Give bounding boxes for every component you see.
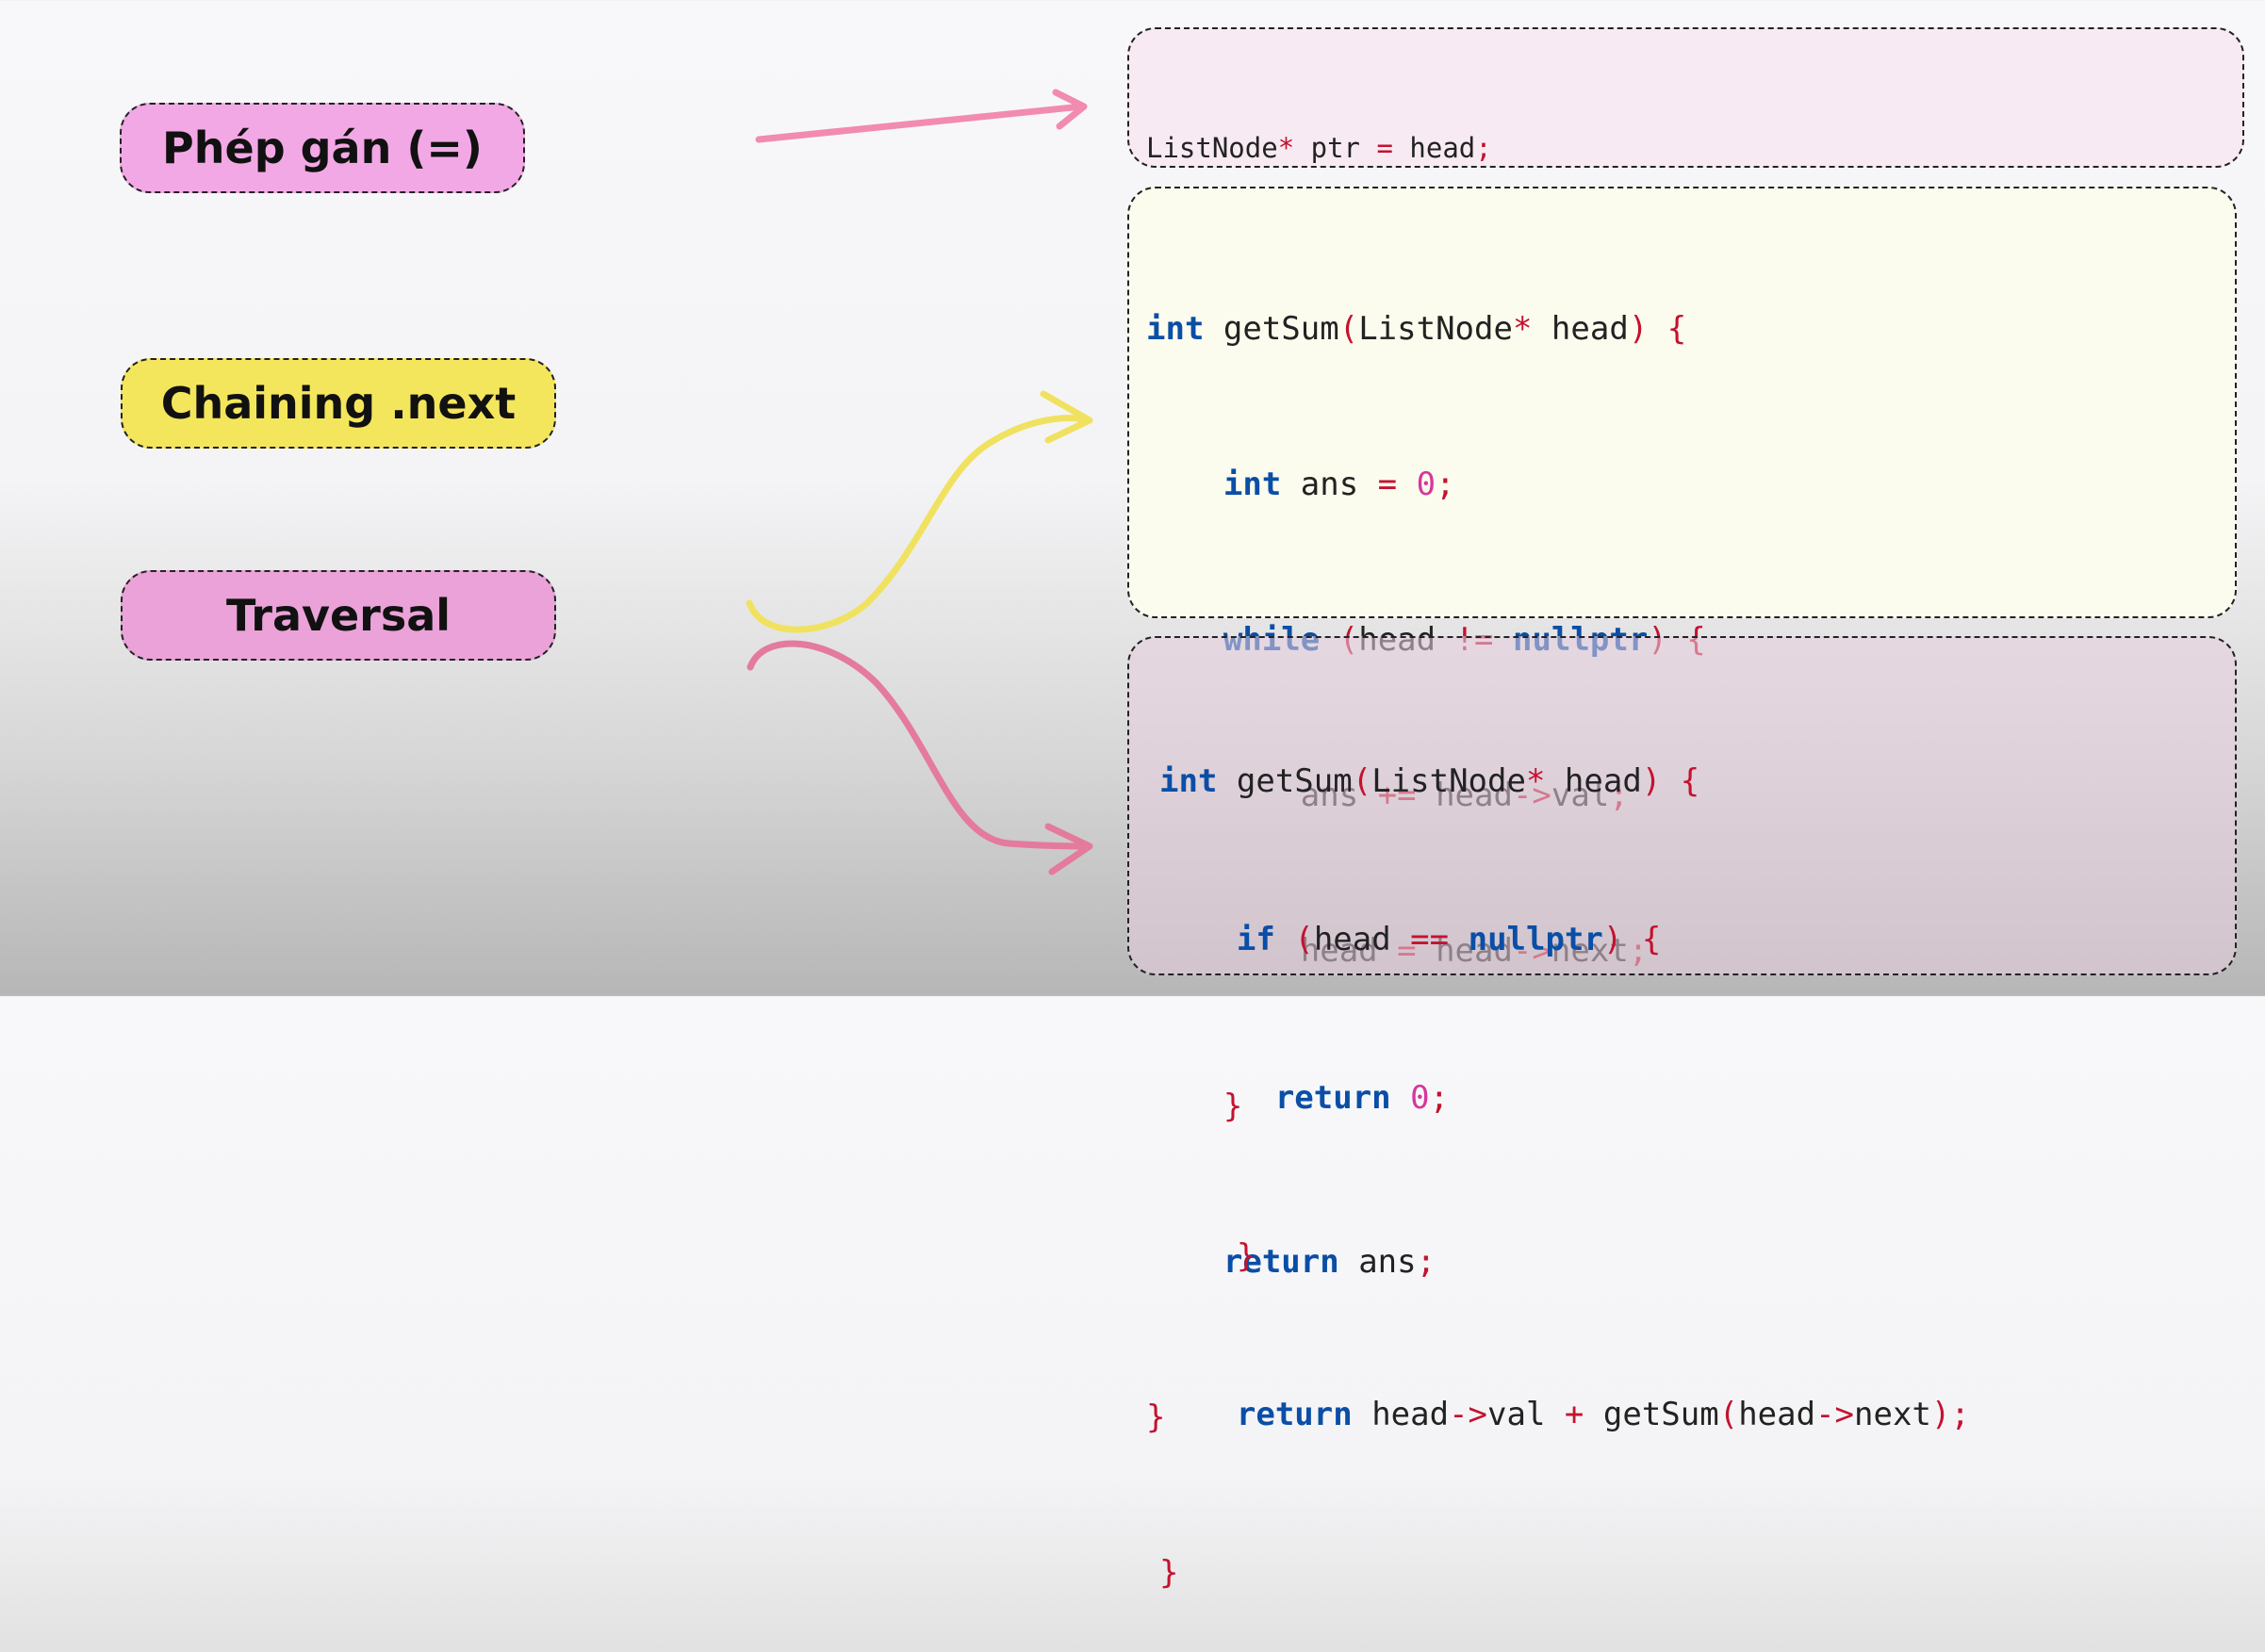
assignment-code-block: ListNode* ptr = head; head = head->next;… (1127, 27, 2244, 424)
yellow-arrow-head (1040, 390, 1093, 444)
code-line: return head->val + getSum(head->next); (1236, 1396, 1970, 1433)
code-line: if (head == nullptr) { (1236, 921, 1662, 958)
assignment-label: Phép gán (=) (120, 103, 525, 193)
traversal-label-text: Traversal (225, 590, 451, 641)
code-line: } (1159, 1554, 1179, 1592)
code-line: int getSum(ListNode* head) { (1159, 762, 1700, 800)
connector-arrows (746, 89, 1093, 875)
pink-arrow (755, 103, 1086, 143)
assignment-label-text: Phép gán (=) (162, 123, 483, 173)
rose-arrow (747, 640, 1092, 850)
code-line: int ans = 0; (1223, 466, 1455, 503)
code-line: ListNode* ptr = head; (1146, 132, 1492, 164)
pink-arrow-head (1052, 89, 1088, 130)
yellow-arrow (746, 415, 1092, 633)
chaining-label-text: Chaining .next (160, 378, 517, 429)
code-line: int getSum(ListNode* head) { (1146, 310, 1687, 348)
recursive-code-block: int getSum(ListNode* head) { if (head ==… (1127, 636, 2237, 1592)
code-line: return 0; (1274, 1079, 1450, 1117)
iterative-code-block: int getSum(ListNode* head) { int ans = 0… (1127, 187, 2237, 1436)
code-line: } (1236, 1237, 1256, 1275)
traversal-label: Traversal (121, 570, 556, 661)
rose-arrow-head (1044, 823, 1093, 875)
chaining-label: Chaining .next (121, 358, 556, 449)
